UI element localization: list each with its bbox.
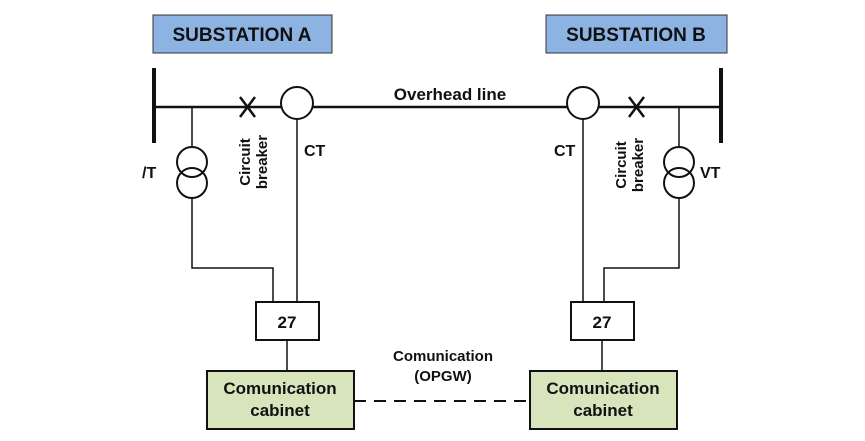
vt-b-wire [603, 198, 680, 302]
substation-a-label: SUBSTATION A [173, 25, 312, 46]
circuit-breaker-b-symbol [628, 96, 645, 118]
vt-a-coil-top [176, 146, 208, 178]
comm-cabinet-a-line1: Comunication [223, 379, 336, 398]
ct-b-label: CT [554, 143, 576, 160]
substation-b-box [545, 14, 728, 54]
ct-a-symbol [280, 86, 314, 120]
circuit-breaker-a-symbol [239, 96, 256, 118]
comm-cabinet-b-line1: Comunication [546, 379, 659, 398]
vt-a-coil-bottom [176, 167, 208, 199]
comm-cabinet-b-box [529, 370, 678, 430]
substation-b-label: SUBSTATION B [566, 25, 706, 46]
vt-a-label: /T [142, 165, 156, 182]
vt-b-label: VT [700, 165, 721, 182]
comm-cabinet-b-line2: cabinet [573, 401, 633, 420]
vt-b-coil-top [663, 146, 695, 178]
vt-a-wire [191, 198, 274, 302]
comm-cabinet-a-box [206, 370, 355, 430]
opgw-label-line1: Comunication [393, 348, 493, 365]
circuit-breaker-a-label-line1: Circuit [237, 138, 254, 186]
circuit-breaker-a-label-line2: breaker [254, 135, 271, 189]
overhead-line-label: Overhead line [394, 85, 506, 104]
comm-cabinet-a-line2: cabinet [250, 401, 310, 420]
ct-a-label: CT [304, 143, 326, 160]
vt-b-coil-bottom [663, 167, 695, 199]
opgw-label-line2: (OPGW) [414, 368, 472, 385]
relay-27-a-label: 27 [278, 313, 297, 332]
circuit-breaker-b-label-line2: breaker [630, 138, 647, 192]
relay-27-b-label: 27 [593, 313, 612, 332]
circuit-breaker-b-label-line1: Circuit [613, 141, 630, 189]
ct-b-symbol [566, 86, 600, 120]
substation-a-box [152, 14, 333, 54]
